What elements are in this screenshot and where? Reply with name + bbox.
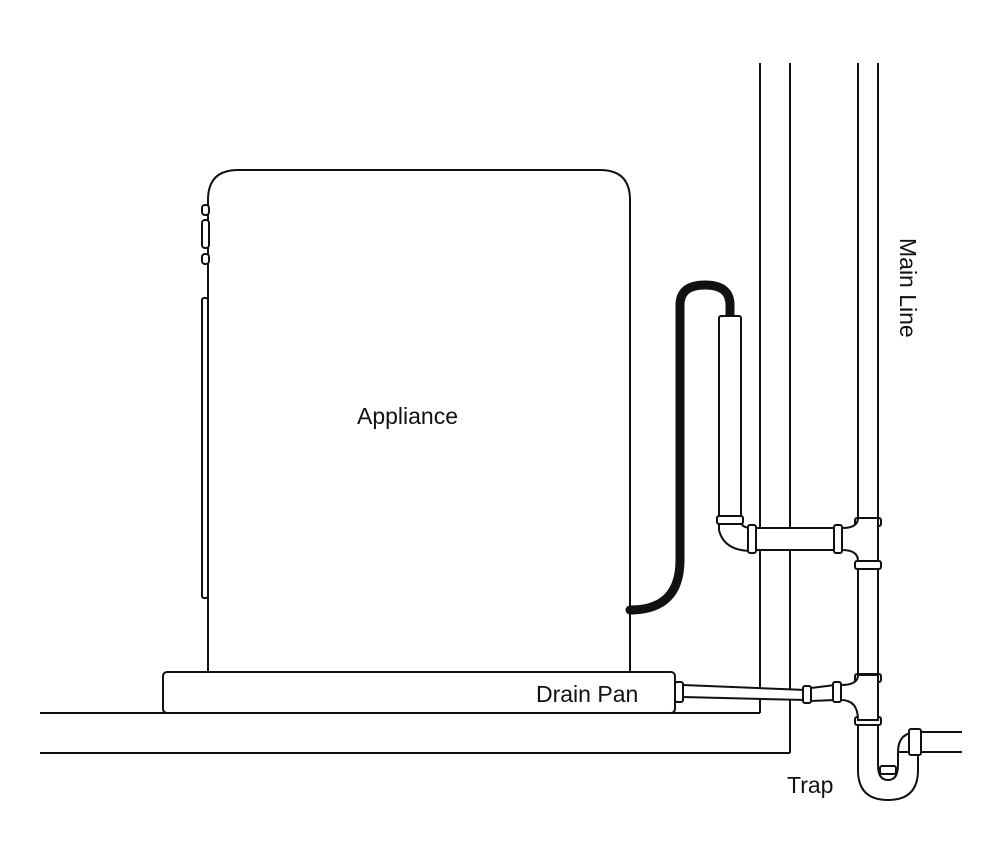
trap: Trap [787,725,962,802]
appliance-label: Appliance [357,403,458,429]
trap-label: Trap [787,772,833,798]
main-line-pipe [854,63,882,726]
appliance [201,169,631,673]
standpipe [716,315,879,562]
main-line-label: Main Line [895,238,921,338]
drain-pan: Drain Pan [162,671,676,714]
drain-pan-label: Drain Pan [536,681,638,707]
drain-hose [625,280,735,615]
drain-pan-outlet [674,674,879,721]
